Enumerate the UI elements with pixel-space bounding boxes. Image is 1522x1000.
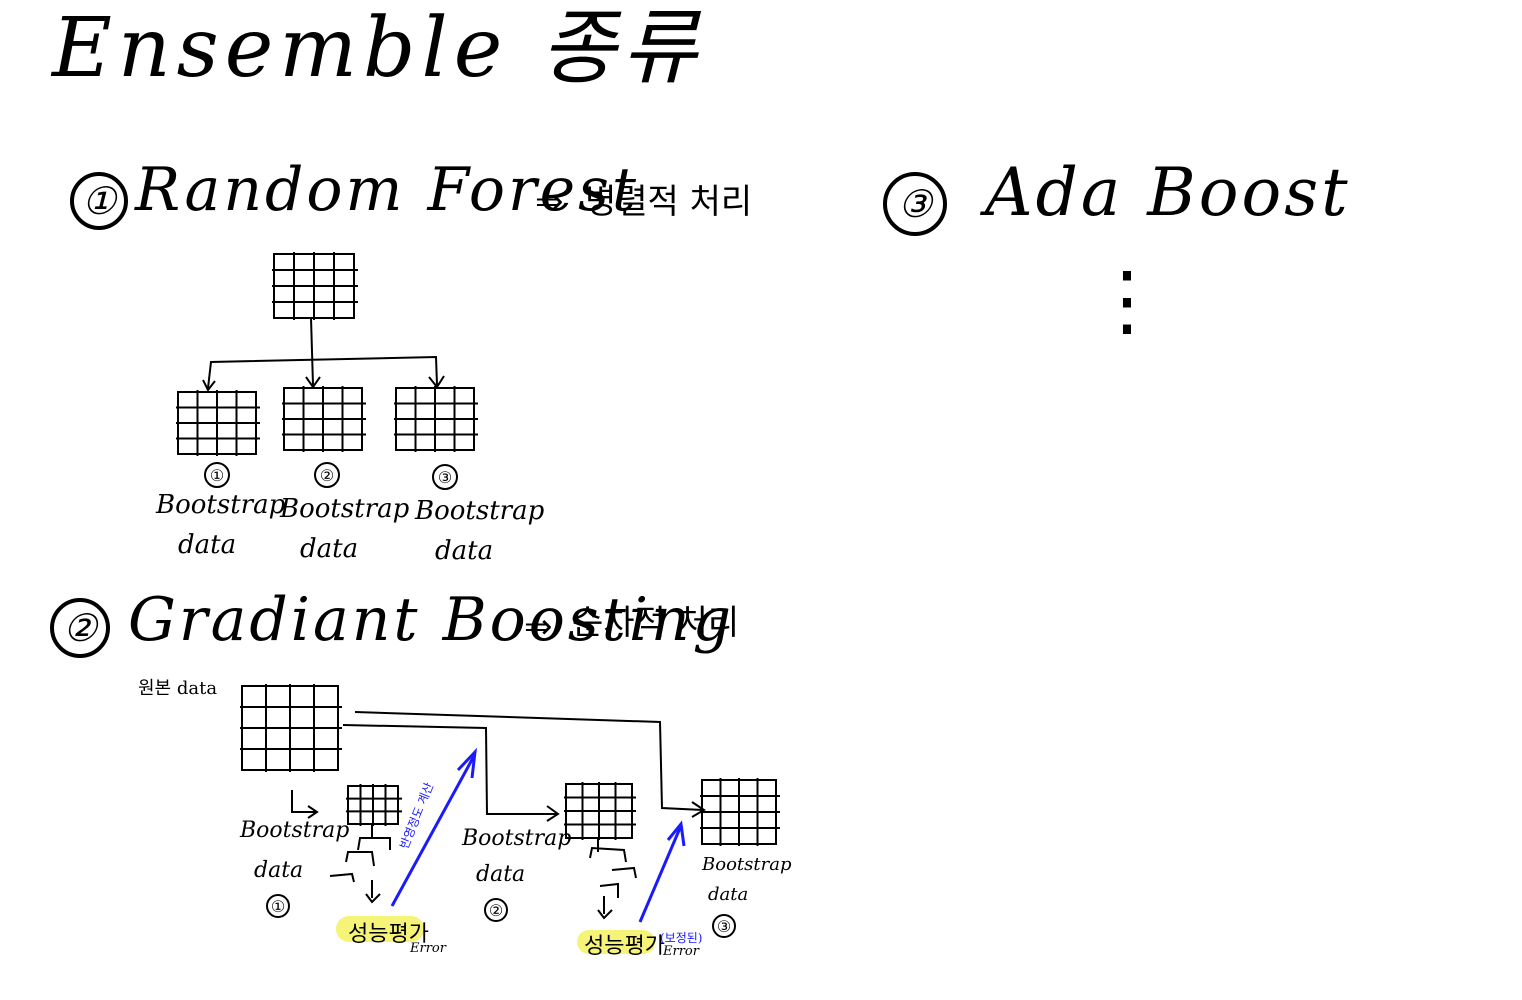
section-2-number: ② [50,598,110,658]
section-2-arrow: ⇒ [524,607,553,647]
rf-sample-2-label-line2: data [300,534,359,564]
section-1-number-text: ① [81,179,117,223]
blue-arrow-1 [390,755,476,907]
gb-sample-3-number: ③ [712,914,736,938]
rf-arrowhead-3 [428,375,445,389]
eval-1-label: 성능평가 [348,922,429,947]
rf-arrowhead-2 [305,376,321,389]
eval-1-highlight [336,916,424,942]
section-2-note: 순차적 처리 [572,603,740,643]
rf-sample-3-number-text: ③ [437,467,453,487]
eval-1-error: Error [410,941,446,956]
rf-arrowhead-1 [202,379,216,392]
rf-original-table [272,252,358,320]
blue-arrowhead-1 [456,747,478,779]
rf-sample-2-number-text: ② [319,465,335,485]
gb-arrow-to-sample-3 [354,711,704,811]
gb-sample-3-table [700,778,780,846]
gb-sample-1-number-text: ① [270,896,286,916]
gb-tree-2 [589,838,637,920]
gb-sample-1-label-line1: Bootstrap [240,818,350,843]
section-1-arrow: ⇒ [535,182,564,222]
section-1-number: ① [70,172,128,230]
eval-2-error: Error [663,944,699,959]
rf-sample-3-label-line1: Bootstrap [415,496,545,526]
rf-sample-2-number: ② [314,462,340,488]
eval-2-prefix: (보정된) [660,931,703,945]
gb-sample-2-table [564,782,636,840]
eval-2-label: 성능평가 [584,934,665,959]
gb-sample-3-number-text: ③ [716,916,732,936]
gb-sample-1-label-line2: data [254,858,304,883]
rf-sample-2-label-line1: Bootstrap [280,494,410,524]
gb-arrowhead-3 [691,801,706,818]
blue-arrow-2 [638,827,682,923]
gb-original-data-label: 원본 data [138,678,218,699]
gb-sample-3-label-line2: data [708,884,749,905]
section-3-title: Ada Boost [985,154,1351,231]
ada-boost-ellipsis: ⋮ [1088,256,1166,346]
gb-sample-3-label-line1: Bootstrap [702,854,792,875]
page-title: Ensemble 종류 [52,1,704,96]
rf-branch [207,355,438,389]
rf-trunk [310,317,314,386]
section-1-title: Random Forest [135,155,640,225]
gb-bootstrap-1-arrow [291,790,316,813]
eval-2-highlight [577,930,655,954]
rf-sample-3-label-line2: data [435,536,494,566]
rf-sample-1-label-line2: data [178,530,237,560]
gb-sample-1-table [346,784,402,826]
gb-sample-2-number-text: ② [488,900,504,920]
section-1-note: 병렬적 처리 [585,182,753,222]
gb-sample-2-number: ② [484,898,508,922]
section-2-number-text: ② [62,606,98,650]
gb-sample-1-number: ① [266,894,290,918]
section-2-title: Gradiant Boosting [128,585,735,655]
gb-original-table [240,684,342,772]
blue-arrowhead-2 [666,820,686,847]
section-3-number: ③ [883,172,947,236]
rf-sample-1-number-text: ① [209,465,225,485]
gb-sample-2-label-line1: Bootstrap [462,826,572,851]
gb-tree-1 [329,824,391,904]
rf-sample-1-label-line1: Bootstrap [156,490,286,520]
gb-arrow-to-sample-2 [342,724,556,815]
gb-bootstrap-1-arrowhead [307,805,319,819]
gb-arrowhead-2 [546,805,560,822]
rf-sample-1-number: ① [204,462,230,488]
section-3-number-text: ③ [897,182,933,226]
rf-sample-3-number: ③ [432,464,458,490]
gb-sample-2-label-line2: data [476,862,526,887]
rf-sample-2-table [282,386,366,452]
rf-sample-1-table [176,390,260,456]
rf-sample-3-table [394,386,478,452]
